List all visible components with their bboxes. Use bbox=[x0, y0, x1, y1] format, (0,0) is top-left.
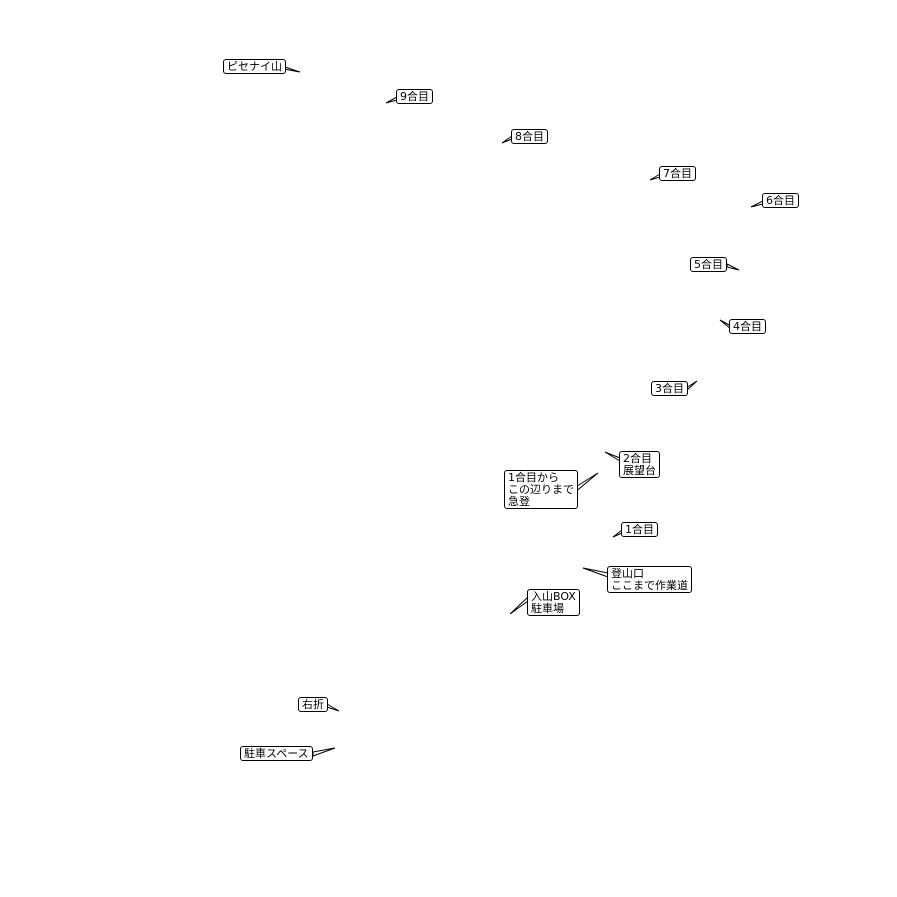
label-5th-station[interactable]: 5合目 bbox=[690, 257, 727, 272]
label-line-1: 登山口 bbox=[611, 567, 644, 580]
callout-tail bbox=[726, 263, 740, 271]
label-9th-station[interactable]: 9合目 bbox=[396, 89, 433, 104]
callout-tail bbox=[582, 567, 609, 578]
label-text: 5合目 bbox=[694, 258, 723, 271]
label-2nd-station-viewpoint[interactable]: 2合目 展望台 bbox=[619, 451, 660, 478]
label-text: 右折 bbox=[302, 698, 324, 711]
label-line-2: この辺りまで bbox=[508, 483, 574, 496]
label-entry-box-parking[interactable]: 入山BOX 駐車場 bbox=[527, 589, 580, 616]
label-steep-section-note[interactable]: 1合目から この辺りまで 急登 bbox=[504, 470, 578, 509]
label-4th-station[interactable]: 4合目 bbox=[729, 319, 766, 334]
label-3rd-station[interactable]: 3合目 bbox=[651, 381, 688, 396]
label-text: 4合目 bbox=[733, 320, 762, 333]
label-line-1: 入山BOX bbox=[531, 590, 576, 603]
label-7th-station[interactable]: 7合目 bbox=[659, 166, 696, 181]
label-line-1: 2合目 bbox=[623, 452, 652, 465]
label-line-2: 展望台 bbox=[623, 464, 656, 477]
label-text: 駐車スペース bbox=[244, 747, 309, 760]
label-text: 7合目 bbox=[663, 167, 692, 180]
label-text: 1合目 bbox=[625, 523, 654, 536]
callout-tail bbox=[312, 747, 336, 757]
label-line-3: 急登 bbox=[508, 495, 530, 508]
label-8th-station[interactable]: 8合目 bbox=[511, 129, 548, 144]
label-text: 3合目 bbox=[655, 382, 684, 395]
label-6th-station[interactable]: 6合目 bbox=[762, 193, 799, 208]
label-text: 9合目 bbox=[400, 90, 429, 103]
label-line-2: 駐車場 bbox=[531, 602, 564, 615]
callout-tail bbox=[326, 703, 340, 712]
label-1st-station[interactable]: 1合目 bbox=[621, 522, 658, 537]
label-trailhead[interactable]: 登山口 ここまで作業道 bbox=[607, 566, 692, 593]
label-text: 8合目 bbox=[515, 130, 544, 143]
label-text: ピセナイ山 bbox=[227, 60, 282, 73]
label-parking-space[interactable]: 駐車スペース bbox=[240, 746, 313, 761]
label-turn-right[interactable]: 右折 bbox=[298, 697, 328, 712]
callout-tail bbox=[509, 595, 529, 615]
label-pisenai-summit[interactable]: ピセナイ山 bbox=[223, 59, 286, 74]
label-line-1: 1合目から bbox=[508, 471, 559, 484]
callout-tail bbox=[604, 451, 621, 462]
label-text: 6合目 bbox=[766, 194, 795, 207]
label-line-2: ここまで作業道 bbox=[611, 579, 688, 592]
